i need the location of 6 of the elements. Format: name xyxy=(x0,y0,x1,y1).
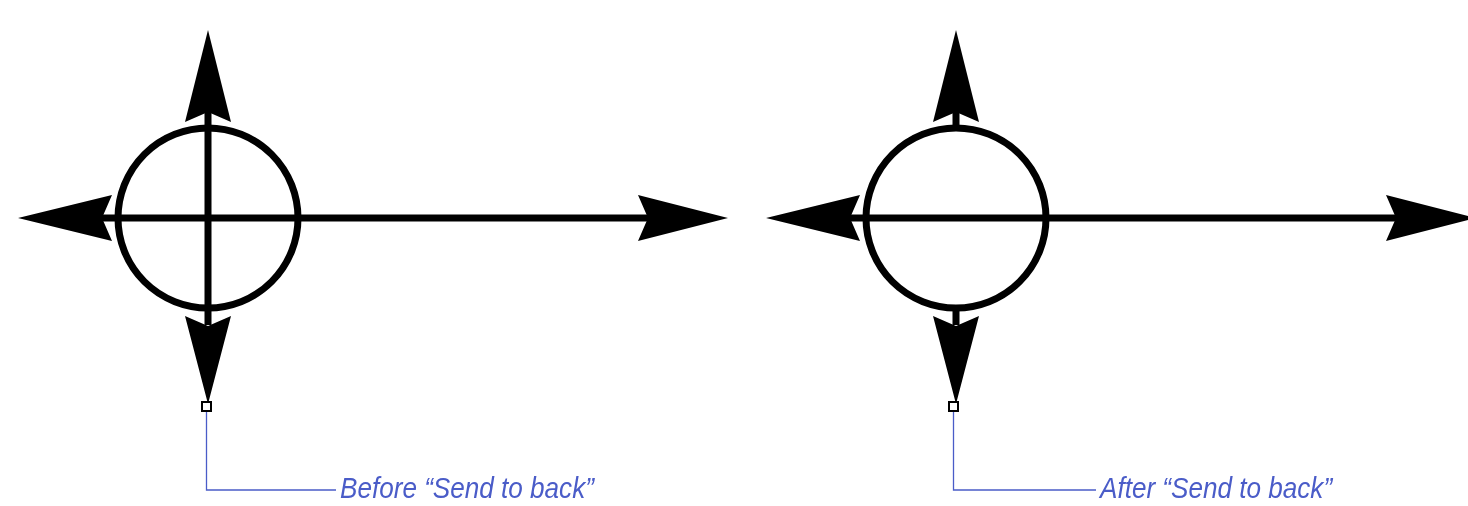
leader-line xyxy=(952,411,1097,491)
callout-text: Before “Send to back” xyxy=(340,471,594,505)
leader-line xyxy=(205,411,337,491)
anchor-point xyxy=(948,401,959,412)
anchor-point xyxy=(201,401,212,412)
callout-text: After “Send to back” xyxy=(1100,471,1333,505)
